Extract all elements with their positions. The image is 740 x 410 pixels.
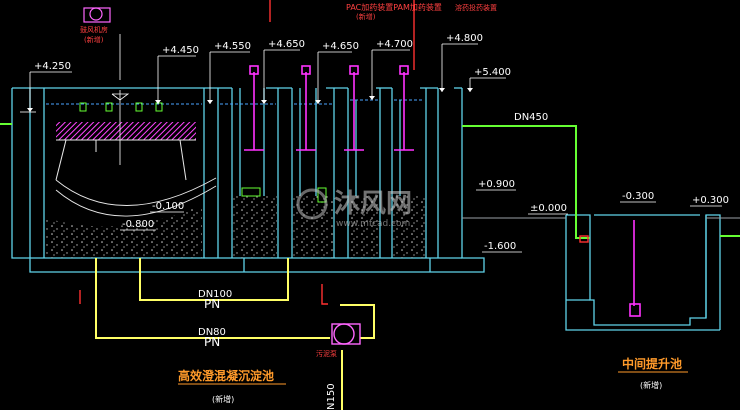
tank-walls xyxy=(11,87,721,331)
elev-4450: +4.450 xyxy=(162,45,199,56)
blower-new-label: (新增) xyxy=(84,35,104,44)
blower-symbol xyxy=(83,7,111,23)
elev-minus-0800: -0.800 xyxy=(122,219,154,230)
tank-lift-title: 中间提升池 xyxy=(622,356,682,371)
pipe-pn-2: PN xyxy=(204,335,220,349)
pipe-n150: N150 xyxy=(326,383,337,410)
fill-zone-4 xyxy=(393,196,425,258)
elev-minus-0100: -0.100 xyxy=(152,201,184,212)
lamella-pack xyxy=(56,122,196,140)
pipe-dn100: DN100 xyxy=(198,289,232,300)
pipe-dn80: DN80 xyxy=(198,327,226,338)
sludge-fill-main xyxy=(46,205,202,258)
watermark: 沐风网 www.mfcad.com xyxy=(296,188,412,229)
elev-4550: +4.550 xyxy=(214,41,251,52)
hopper-curves xyxy=(55,177,217,217)
new-label-top: (新增) xyxy=(356,12,376,21)
pipelines xyxy=(95,258,375,410)
elev-4650-b: +4.650 xyxy=(322,41,359,52)
outlet-pipe xyxy=(0,123,740,239)
elev-4800: +4.800 xyxy=(446,33,483,44)
pac-pam-label: PAC加药装置PAM加药装置 xyxy=(346,2,442,12)
elev-minus-0300: -0.300 xyxy=(622,191,654,202)
tank-main-sub: (新增) xyxy=(212,394,234,404)
mixers xyxy=(244,65,641,317)
dosing-device-label: 溶药投药装置 xyxy=(455,3,497,12)
sludge-pump-label: 污泥泵 xyxy=(316,350,337,358)
elev-4700: +4.700 xyxy=(376,39,413,50)
fill-zone-1 xyxy=(233,196,277,258)
tank-lift-sub: (新增) xyxy=(640,380,662,390)
collector-troughs xyxy=(79,102,327,203)
watermark-site-cn: 沐风网 xyxy=(334,189,412,219)
water-surface xyxy=(46,99,424,105)
blower-label: 鼓风机房 xyxy=(80,25,108,34)
pipe-pn-1: PN xyxy=(204,297,220,311)
sludge-pump-symbol xyxy=(331,323,361,345)
elev-4650-a: +4.650 xyxy=(268,39,305,50)
tank-main-title: 高效澄混凝沉淀池 xyxy=(178,368,274,383)
elev-4250: +4.250 xyxy=(34,61,71,72)
elev-0000: ±0.000 xyxy=(530,203,567,214)
pipe-dn450: DN450 xyxy=(514,112,548,123)
red-markers xyxy=(79,0,589,305)
elev-minus-1600: -1.600 xyxy=(484,241,516,252)
top-small-marks xyxy=(27,88,473,112)
watermark-site-url: www.mfcad.com xyxy=(336,219,410,229)
elev-0900: +0.900 xyxy=(478,179,515,190)
elev-0300: +0.300 xyxy=(692,195,729,206)
fill-zone-3 xyxy=(349,196,379,258)
elev-5400: +5.400 xyxy=(474,67,511,78)
elevation-leaders xyxy=(20,34,722,253)
